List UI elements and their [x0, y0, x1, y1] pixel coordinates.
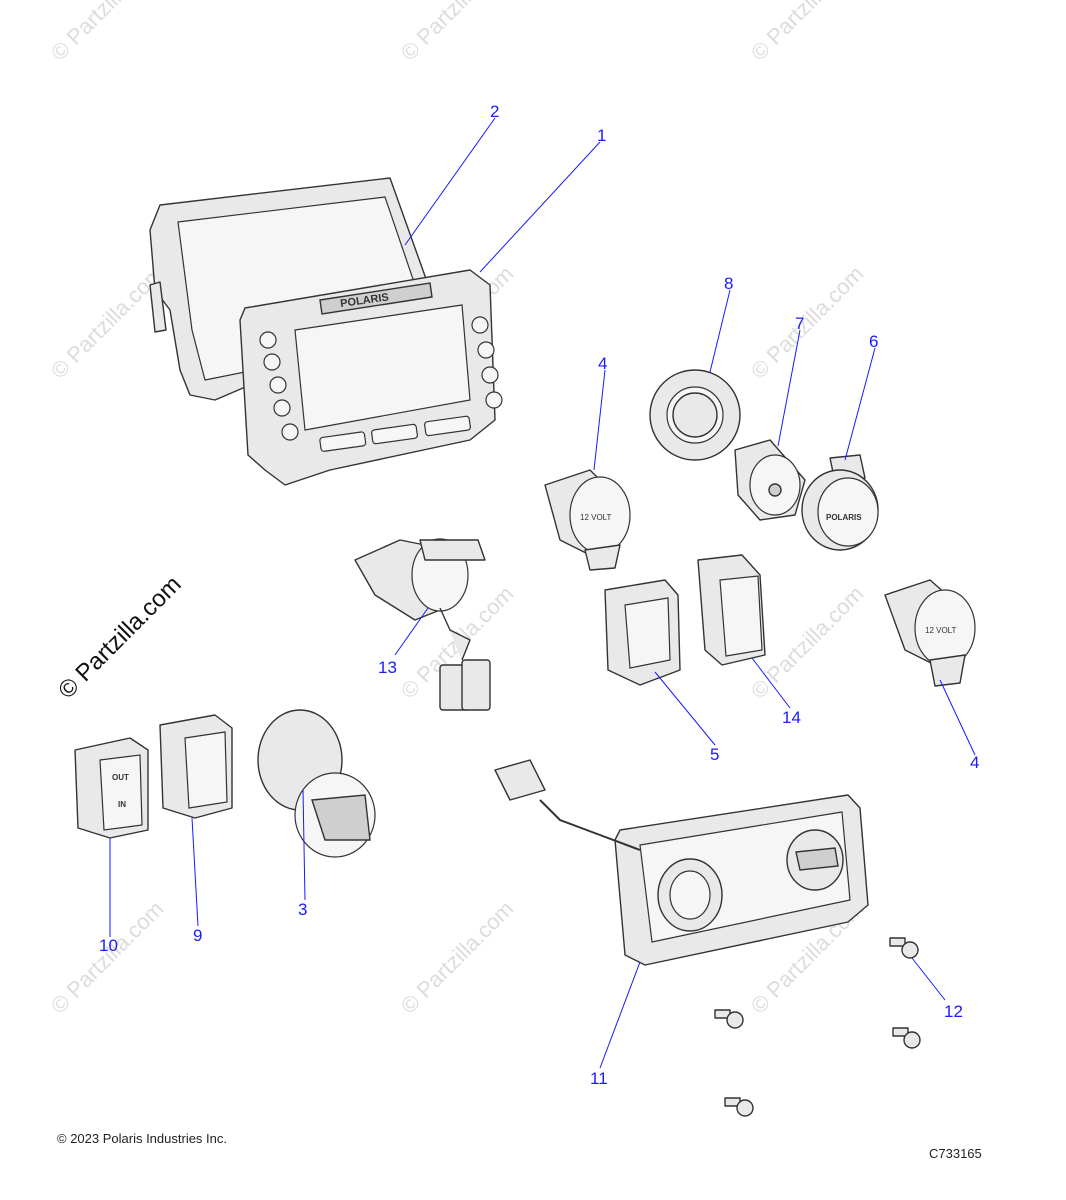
leader-lines	[109, 117, 976, 1069]
socket-cap-polaris: POLARIS	[801, 454, 879, 551]
callout-14: 14	[782, 708, 801, 727]
callout-4-upper: 4	[598, 354, 607, 373]
ignition-switch	[257, 709, 376, 858]
callout-4-lower: 4	[970, 753, 979, 772]
callout-12: 12	[944, 1002, 963, 1021]
socket-cap-brand-label: POLARIS	[826, 513, 862, 522]
rocker-switch-lights	[159, 714, 233, 819]
usb-socket	[354, 538, 491, 711]
callout-9: 9	[193, 926, 202, 945]
callout-11: 11	[590, 1069, 608, 1088]
switch-blank	[697, 554, 766, 666]
callouts: 2 1 8 7 6 4 13 14 5 4 3 9 10 12 11	[99, 102, 979, 1088]
screws	[714, 937, 921, 1117]
power-socket-12v-upper: 12 VOLT	[544, 469, 631, 571]
socket-label: 12 VOLT	[580, 513, 612, 522]
display-unit: POLARIS	[239, 269, 503, 486]
callout-10: 10	[99, 936, 118, 955]
heater-control-panel	[494, 759, 869, 966]
socket-label: 12 VOLT	[925, 626, 957, 635]
watermark: © Partzilla.com	[746, 261, 869, 384]
watermark: © Partzilla.com	[396, 896, 519, 1019]
watermark: © Partzilla.com	[396, 0, 519, 66]
callout-5: 5	[710, 745, 719, 764]
watermark: © Partzilla.com	[46, 261, 169, 384]
socket-bezel-ring	[649, 369, 741, 461]
power-socket-body	[734, 439, 806, 521]
rocker-switch-out-in: OUT IN	[74, 737, 149, 839]
rocker-switch-a	[604, 579, 681, 686]
screw	[892, 1027, 921, 1049]
screw	[714, 1009, 744, 1029]
callout-6: 6	[869, 332, 878, 351]
callout-1: 1	[597, 126, 606, 145]
power-socket-12v-lower: 12 VOLT	[884, 579, 976, 687]
callout-7: 7	[795, 314, 804, 333]
screw	[724, 1097, 754, 1117]
switch-out-label: OUT	[112, 773, 129, 782]
watermark: © Partzilla.com	[46, 896, 169, 1019]
callout-2: 2	[490, 102, 499, 121]
callout-8: 8	[724, 274, 733, 293]
copyright-notice: © 2023 Polaris Industries Inc.	[57, 1131, 227, 1146]
screw	[889, 937, 919, 959]
callout-13: 13	[378, 658, 397, 677]
drawing-id: C733165	[929, 1146, 982, 1161]
watermark: © Partzilla.com	[46, 0, 169, 66]
switch-in-label: IN	[118, 800, 126, 809]
callout-3: 3	[298, 900, 307, 919]
watermark: © Partzilla.com	[746, 0, 869, 66]
watermark-dark: © Partzilla.com	[53, 571, 186, 704]
